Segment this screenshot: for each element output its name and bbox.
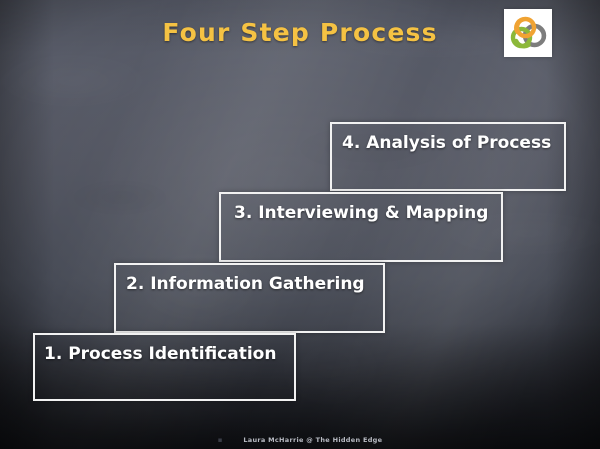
step-label-3: 3. Interviewing & Mapping <box>234 203 489 223</box>
step-label-2: 2. Information Gathering <box>126 274 365 294</box>
footer-marker-icon: ▪ <box>217 436 223 444</box>
step-box-4[interactable]: 4. Analysis of Process <box>330 122 566 191</box>
step-box-1[interactable]: 1. Process Identification <box>33 333 296 401</box>
step-label-4: 4. Analysis of Process <box>342 133 552 153</box>
step-label-1: 1. Process Identification <box>44 344 277 364</box>
slide-footer: ▪ Laura McHarrie @ The Hidden Edge <box>0 436 600 444</box>
logo-rings-icon <box>510 16 547 49</box>
step-box-3[interactable]: 3. Interviewing & Mapping <box>219 192 503 262</box>
page-title: Four Step Process <box>162 18 438 47</box>
interlocking-rings-logo <box>504 9 552 57</box>
footer-credit-text: Laura McHarrie @ The Hidden Edge <box>243 436 383 444</box>
step-box-2[interactable]: 2. Information Gathering <box>114 263 385 333</box>
